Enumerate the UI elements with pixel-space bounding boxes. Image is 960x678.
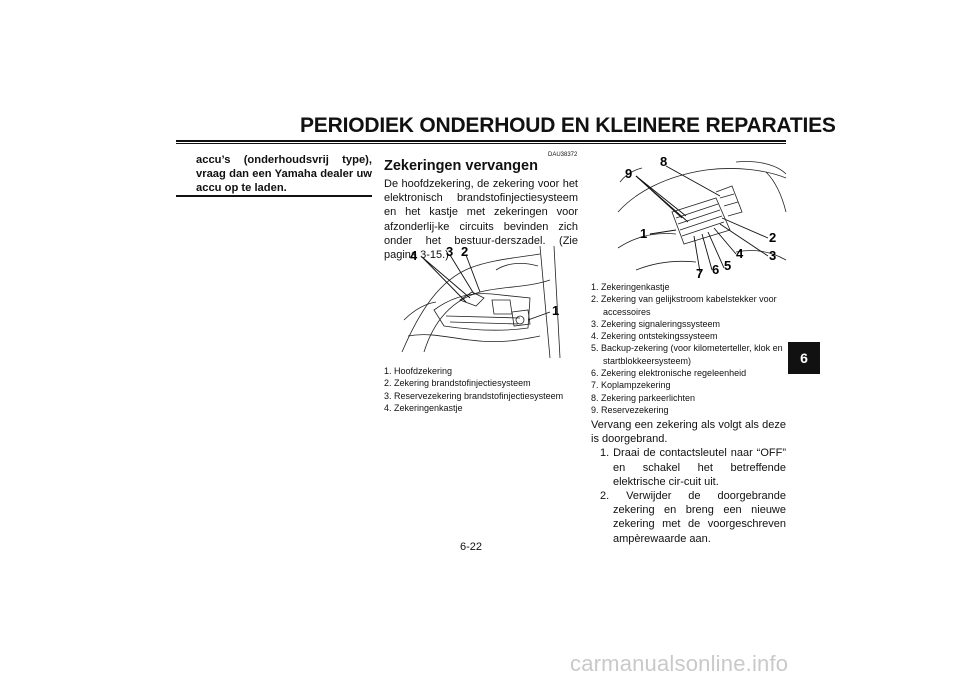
legend-item: 6. Zekering elektronische regeleenheid [591,368,747,379]
chapter-tab: 6 [788,342,820,374]
instructions-intro: Vervang een zekering als volgt als deze … [591,419,786,446]
header-rule-thin [176,143,786,144]
section-title: Zekeringen vervangen [384,158,538,174]
legend-item: 3. Zekering signaleringssysteem [591,318,721,329]
instruction-step-1: 1. Draai de contactsleutel naar “OFF” en… [600,447,786,488]
callout-4: 4 [410,248,418,263]
warning-text: accu’s (onderhoudsvrij type), vraag dan … [196,154,372,194]
legend-item: 3. Reservezekering brandstofinjectiesyst… [384,390,564,401]
figure-fuse-location: 4 3 2 1 [400,240,564,359]
callout-4: 4 [736,246,744,261]
figure-1-drawing: 4 3 2 1 [401,244,561,359]
legend-item: 4. Zekering ontstekingssysteem [591,331,718,342]
legend-item: 8. Zekering parkeerlichten [591,392,696,403]
legend-item: 1. Zekeringenkastje [591,282,670,292]
watermark: carmanualsonline.info [570,651,789,676]
figure-1-legend: 1. Hoofdzekering 2. Zekering brandstofin… [384,365,574,414]
legend-item: 9. Reservezekering [591,404,669,415]
warning-rule [176,195,372,197]
callout-9: 9 [625,166,632,181]
page-number: 6-22 [460,541,483,553]
callout-1: 1 [552,303,559,318]
legend-item: 2. Zekering van gelijkstroom kabelstekke… [591,294,777,317]
instruction-step-2: 2. Verwijder de doorgebrande zekering en… [600,490,786,545]
callout-7: 7 [696,266,703,278]
legend-item: 2. Zekering brandstofinjectiesysteem [384,378,531,389]
section-code: DAU38372 [548,152,578,158]
figure-2-drawing: 9 8 1 2 3 4 5 6 7 [617,154,787,281]
callout-1: 1 [640,226,647,241]
callout-3: 3 [446,244,453,259]
section-intro: De hoofdzekering, de zekering voor het e… [384,178,578,262]
legend-item: 7. Koplampzekering [591,380,671,391]
callout-8: 8 [660,154,667,169]
callout-6: 6 [712,262,719,277]
legend-item: 5. Backup-zekering (voor kilometerteller… [591,343,783,366]
page-header-title: PERIODIEK ONDERHOUD EN KLEINERE REPARATI… [300,114,836,137]
callout-2: 2 [769,230,776,245]
callout-2: 2 [461,244,468,259]
header-rule [176,140,786,142]
figure-fuse-box: 9 8 1 2 3 4 5 6 7 [616,152,788,281]
legend-item: 1. Hoofdzekering [384,366,453,376]
callout-3: 3 [769,248,776,263]
callout-5: 5 [724,258,731,273]
legend-item: 4. Zekeringenkastje [384,402,463,413]
replacement-instructions: Vervang een zekering als volgt als deze … [591,418,786,546]
figure-2-legend: 1. Zekeringenkastje 2. Zekering van geli… [591,281,787,416]
